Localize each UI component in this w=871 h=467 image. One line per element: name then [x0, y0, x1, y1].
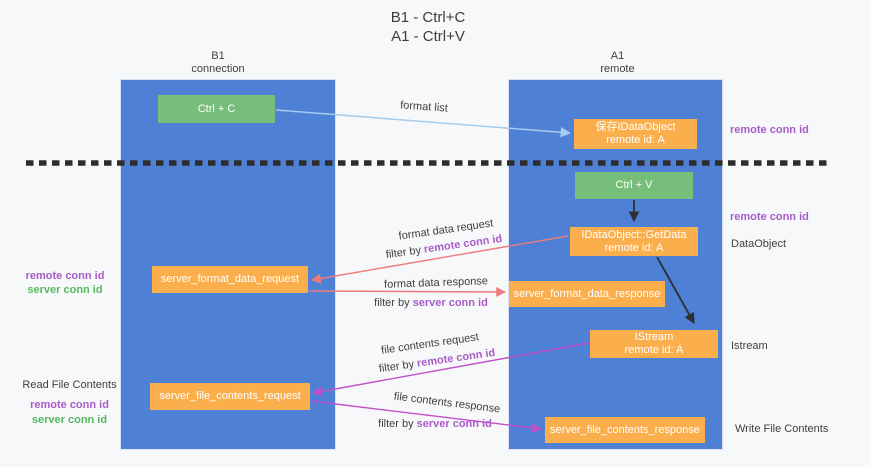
right-column-role: remote — [600, 63, 635, 75]
server-file-contents-response-label: server_file_contents_response — [550, 423, 700, 436]
right-column-header: A1 remote — [510, 50, 725, 76]
istream-annotation: Istream — [731, 340, 768, 352]
ctrl-c-node: Ctrl + C — [158, 95, 275, 123]
server-format-data-request-label: server_format_data_request — [160, 273, 300, 285]
getdata-line1: IDataObject::GetData — [581, 228, 687, 241]
file-contents-response-label: file contents response — [393, 390, 501, 416]
title-line-1: B1 - Ctrl+C — [390, 9, 466, 26]
istream-line2: remote id: A — [624, 344, 684, 356]
format-data-response-arrow — [308, 287, 506, 297]
server-format-data-response-node: server_format_data_response — [509, 281, 665, 307]
istream-node: IStream remote id: A — [590, 330, 718, 358]
left-remote-conn-id-label-bottom: remote conn id — [30, 399, 109, 411]
left-server-conn-id-label-bottom: server conn id — [31, 414, 108, 426]
diagram-title: B1 - Ctrl+C A1 - Ctrl+V — [0, 8, 856, 46]
left-remote-conn-id-label-top: remote conn id — [25, 270, 105, 282]
format-data-response-label: format data response — [383, 275, 489, 291]
server-format-data-request-node: server_format_data_request — [152, 266, 308, 293]
right-remote-conn-id-label-top: remote conn id — [730, 124, 809, 136]
right-remote-conn-id-label-mid: remote conn id — [730, 211, 809, 223]
filter-by-text: filter by — [378, 418, 414, 430]
filter-by-text: filter by — [385, 244, 422, 262]
save-idataobject-node: 保存IDataObject remote id: A — [574, 119, 697, 149]
save-idataobject-line2: remote id: A — [606, 134, 665, 146]
server-file-contents-response-node: server_file_contents_response — [545, 417, 705, 443]
ctrl-c-label: Ctrl + C — [197, 102, 236, 115]
read-file-contents-annotation: Read File Contents — [22, 379, 117, 391]
dataobject-annotation: DataObject — [731, 238, 787, 250]
server-file-contents-request-label: server_file_contents_request — [159, 390, 301, 402]
getdata-node: IDataObject::GetData remote id: A — [570, 227, 698, 256]
filter-by-text: filter by — [378, 358, 415, 376]
format-list-label: format list — [399, 99, 449, 115]
save-idataobject-line1: 保存IDataObject — [595, 121, 676, 133]
getdata-line2: remote id: A — [604, 241, 664, 254]
right-column-name: A1 — [610, 50, 625, 62]
left-column-name: B1 — [211, 50, 225, 62]
server-conn-id-highlight: server conn id — [412, 297, 488, 309]
title-line-2: A1 - Ctrl+V — [391, 28, 465, 45]
server-format-data-response-label: server_format_data_response — [513, 287, 661, 300]
filter-by-text: filter by — [374, 297, 410, 309]
server-file-contents-request-node: server_file_contents_request — [150, 383, 310, 410]
write-file-contents-annotation: Write File Contents — [735, 423, 829, 435]
ctrl-v-node: Ctrl + V — [575, 172, 693, 199]
ctrl-v-label: Ctrl + V — [615, 179, 653, 191]
left-column-role: connection — [191, 63, 245, 75]
server-conn-id-highlight: server conn id — [416, 418, 492, 430]
istream-line1: IStream — [634, 331, 674, 343]
left-column-header: B1 connection — [110, 50, 326, 76]
left-server-conn-id-label-top: server conn id — [27, 284, 103, 296]
